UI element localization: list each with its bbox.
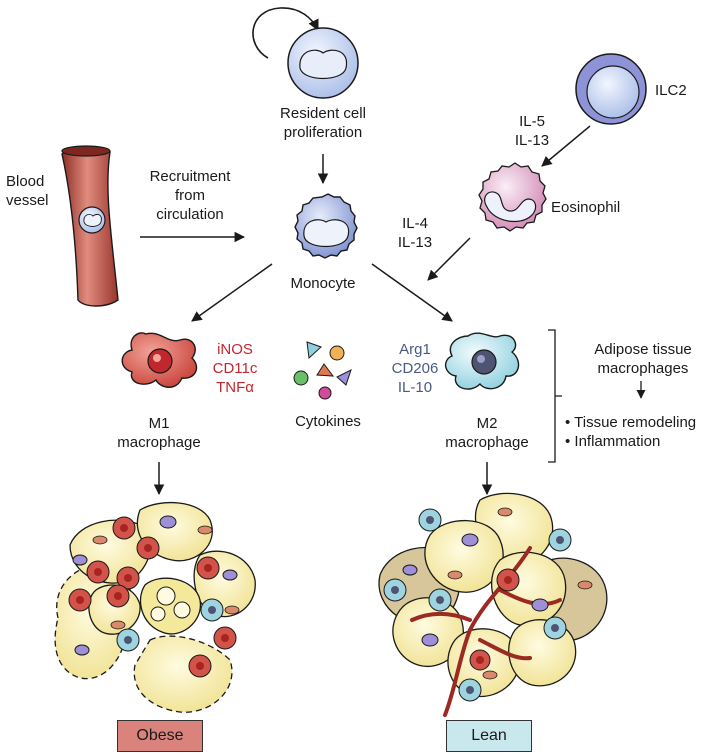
m1-label-line2: macrophage bbox=[117, 434, 201, 451]
m1-label-line1: M1 bbox=[148, 415, 170, 432]
arrow-monocyte-to-m1 bbox=[191, 263, 273, 322]
arrow-ilc2-to-eosinophil bbox=[541, 125, 591, 167]
atm-label: Adipose tissue macrophages bbox=[578, 340, 708, 378]
m2-marker-arg1: Arg1 bbox=[399, 341, 431, 358]
il4-text: IL-4 bbox=[402, 215, 428, 232]
atm-line2: macrophages bbox=[597, 360, 689, 377]
eosinophil-icon bbox=[478, 162, 547, 232]
m2-marker-cd206: CD206 bbox=[391, 360, 439, 377]
m2-label-line2: macrophage bbox=[445, 434, 529, 451]
arrow-monocyte-to-m2 bbox=[371, 263, 453, 322]
monocyte-label: Monocyte bbox=[290, 275, 356, 292]
bullet-tissue-remodeling: • Tissue remodeling bbox=[565, 414, 697, 431]
lean-tissue-illustration bbox=[378, 492, 608, 717]
recruitment-label: Recruitment from circulation bbox=[140, 167, 240, 224]
resident-label-line2: proliferation bbox=[283, 124, 363, 141]
m1-marker-tnfa: TNFα bbox=[216, 379, 254, 396]
blood-label-line2: vessel bbox=[6, 192, 49, 209]
m1-marker-inos: iNOS bbox=[217, 341, 253, 358]
resident-label: Resident cell proliferation bbox=[258, 104, 388, 142]
il13-text-b: IL-13 bbox=[397, 234, 433, 251]
eosinophil-label: Eosinophil bbox=[551, 199, 621, 216]
ilc2-label: ILC2 bbox=[655, 82, 687, 99]
atm-line1: Adipose tissue bbox=[594, 341, 692, 358]
adipose-bracket bbox=[548, 329, 562, 463]
m1-markers: iNOS CD11c TNFα bbox=[200, 340, 270, 397]
m1-label: M1 macrophage bbox=[109, 414, 209, 452]
obese-tissue-illustration bbox=[54, 501, 256, 713]
il13-text-a: IL-13 bbox=[514, 132, 550, 149]
self-renewal-arrow bbox=[252, 7, 319, 59]
blood-vessel-label: Blood vessel bbox=[6, 172, 49, 210]
cytokines-icon bbox=[293, 341, 352, 400]
obese-tag: Obese bbox=[117, 720, 203, 752]
il4-label: IL-4 IL-13 bbox=[380, 214, 450, 252]
blood-label-line1: Blood bbox=[6, 173, 45, 190]
lean-tag: Lean bbox=[446, 720, 532, 752]
recruit-line2: from bbox=[175, 187, 205, 204]
monocyte-icon bbox=[294, 193, 358, 259]
recruit-line3: circulation bbox=[156, 206, 224, 223]
m2-label-line1: M2 bbox=[476, 415, 498, 432]
il5-text: IL-5 bbox=[519, 113, 545, 130]
cytokines-label: Cytokines bbox=[295, 413, 361, 430]
ilc2-cell-icon bbox=[575, 53, 647, 125]
m1-marker-cd11c: CD11c bbox=[212, 360, 258, 377]
blood-vessel-icon bbox=[61, 145, 119, 307]
recruit-line1: Recruitment bbox=[149, 168, 231, 185]
m2-label: M2 macrophage bbox=[437, 414, 537, 452]
m2-marker-il10: IL-10 bbox=[397, 379, 433, 396]
il5-label: IL-5 IL-13 bbox=[497, 112, 567, 150]
resident-cell-icon bbox=[287, 27, 359, 99]
resident-label-line1: Resident cell bbox=[280, 105, 366, 122]
m2-macrophage-icon bbox=[445, 332, 520, 390]
m2-markers: Arg1 CD206 IL-10 bbox=[380, 340, 450, 397]
m1-macrophage-icon bbox=[121, 332, 198, 388]
arrow-eosinophil-to-m2 bbox=[427, 237, 471, 281]
atm-bullets: • Tissue remodeling • Inflammation bbox=[565, 413, 696, 451]
bullet-inflammation: • Inflammation bbox=[565, 433, 661, 450]
